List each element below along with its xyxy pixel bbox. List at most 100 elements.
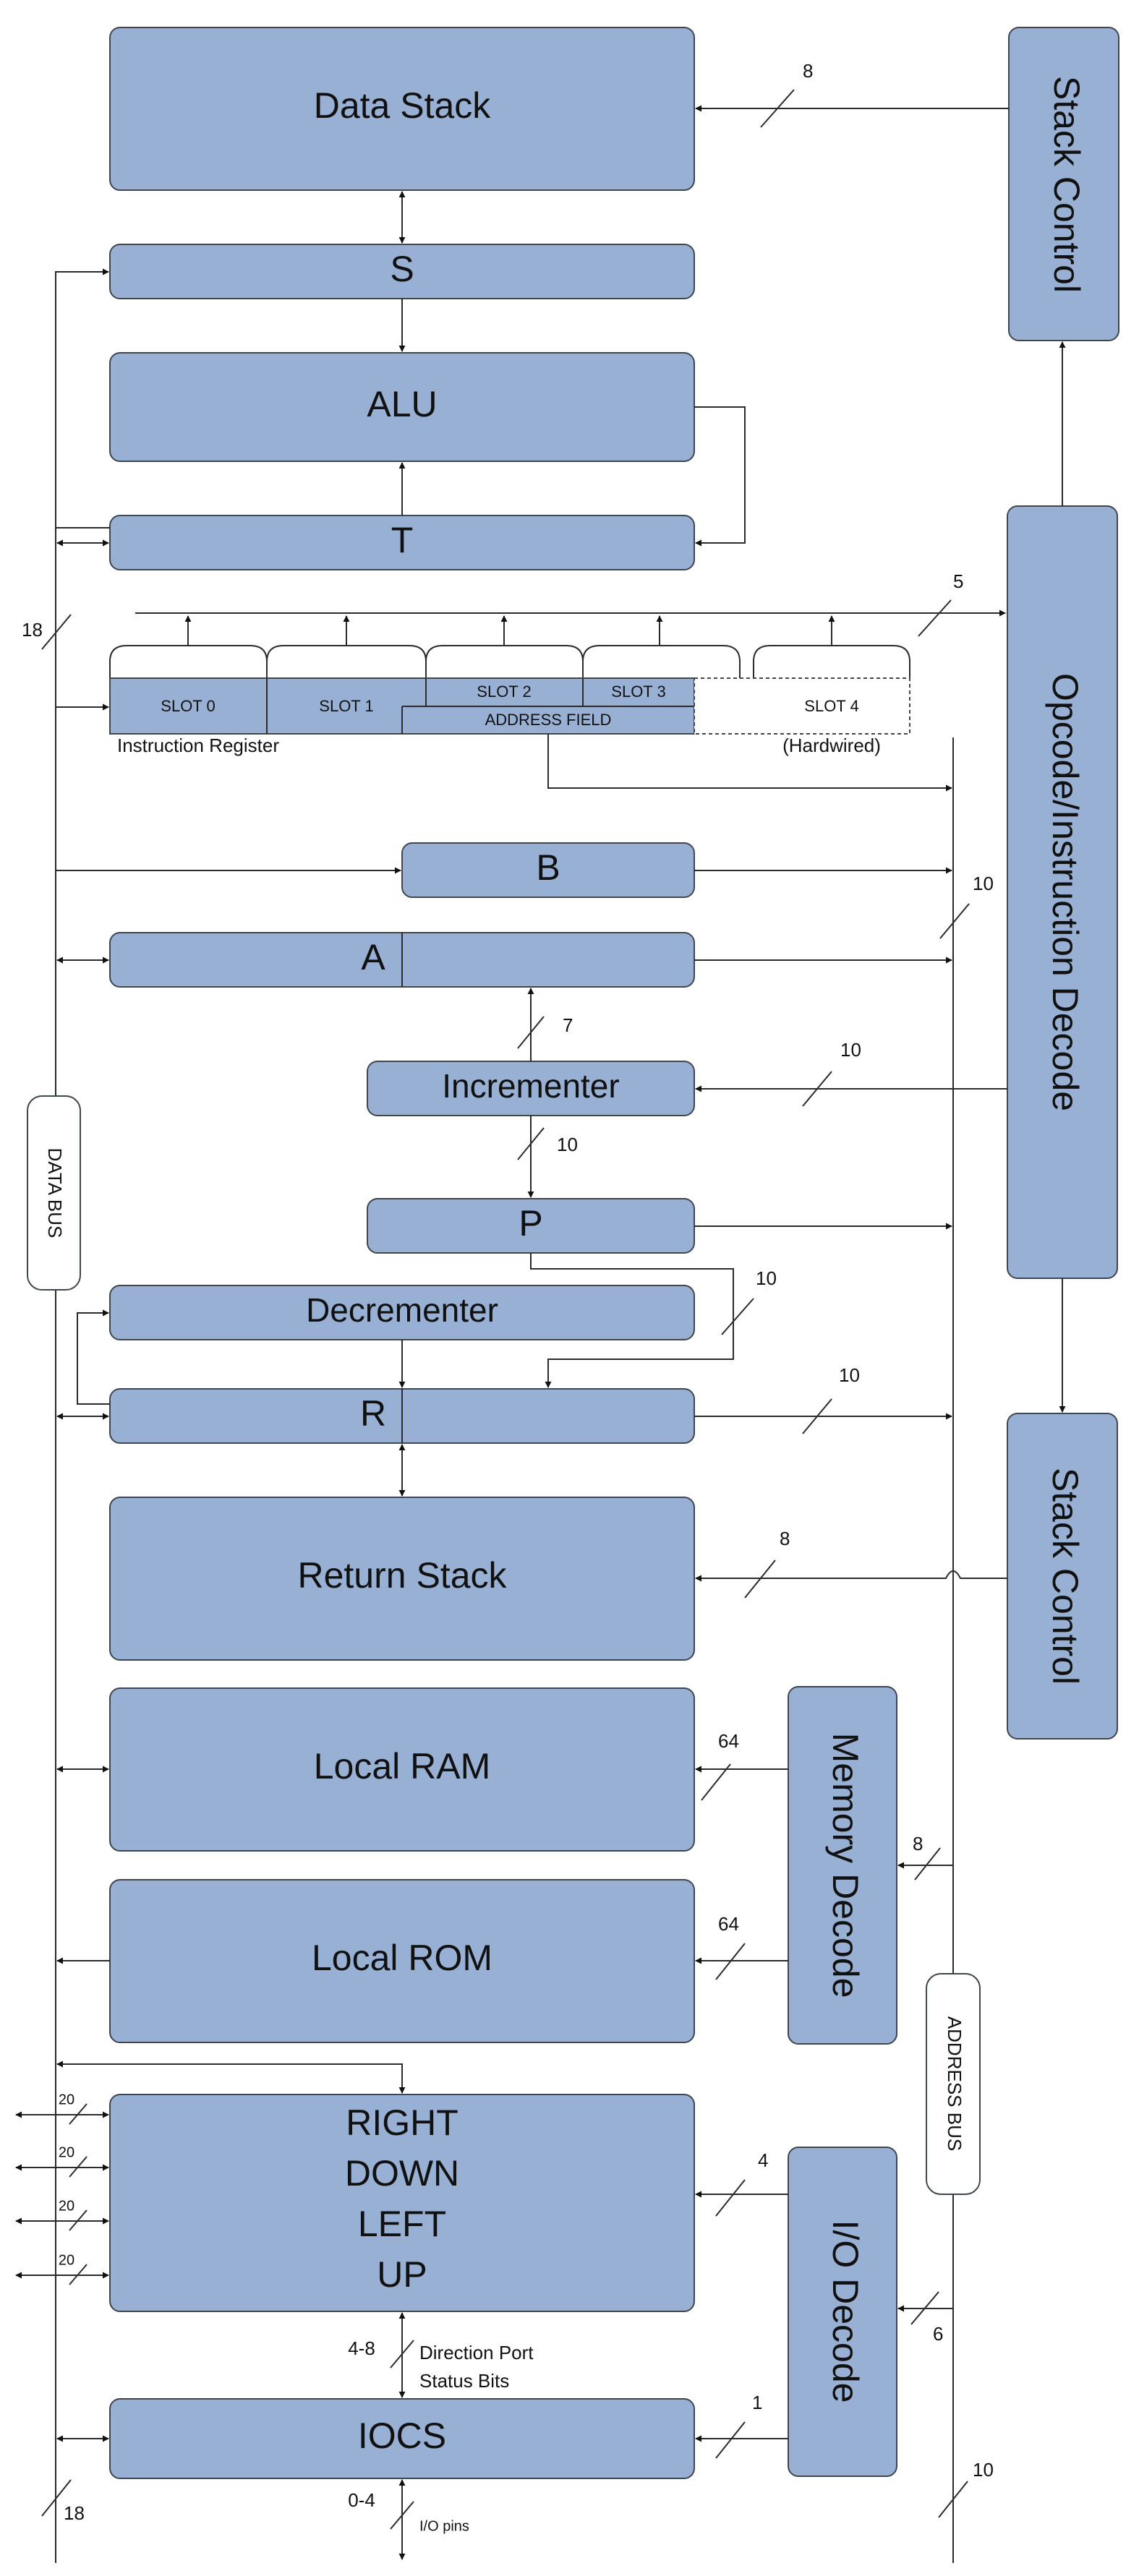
- t-to-s: [55, 268, 110, 529]
- slash-inc-p: [517, 1127, 545, 1160]
- stack-control-bottom-block: [1007, 1413, 1118, 1740]
- width-inc-a: 7: [563, 1014, 573, 1036]
- data-bus-label: DATA BUS: [44, 1148, 66, 1238]
- stack-control-top-block: [1008, 27, 1119, 341]
- width-r-out: 10: [839, 1364, 860, 1386]
- slot-3-tab: [582, 645, 741, 678]
- data-stack-block: [109, 27, 695, 191]
- opcode-decode-label: Opcode/Instruction Decode: [1045, 673, 1085, 1111]
- width-port-2: 20: [59, 2144, 74, 2160]
- slash-port-2: [69, 2156, 88, 2178]
- s-register-label: S: [390, 249, 414, 289]
- address-bus-label-box: [926, 1973, 981, 2195]
- width-stack-ctrl-top: 8: [803, 60, 813, 82]
- return-stack-block: [109, 1497, 695, 1661]
- width-opcode: 5: [953, 570, 963, 592]
- address-field-to-bus: [547, 734, 952, 792]
- status-bits-note: Status Bits: [419, 2370, 509, 2392]
- memory-decode-block: [788, 1686, 897, 2045]
- slash-ports-in: [715, 2179, 746, 2217]
- slash-dir-bits: [390, 2340, 414, 2369]
- slot-4-label: SLOT 4: [804, 697, 858, 715]
- slash-ram: [701, 1763, 731, 1801]
- slot-3-label: SLOT 3: [611, 682, 665, 701]
- slash-stack-ctrl: [760, 89, 795, 128]
- p-register-label: P: [519, 1203, 542, 1244]
- port-up-label: UP: [377, 2254, 427, 2295]
- slot-4-hardwired-box: [694, 677, 910, 735]
- width-iocs-in: 1: [752, 2392, 762, 2413]
- slash-data-bus-bottom: [41, 2479, 72, 2517]
- width-ports-in: 4: [758, 2149, 768, 2171]
- slot-0-label: SLOT 0: [161, 697, 215, 715]
- address-bus-label: ADDRESS BUS: [944, 2016, 965, 2151]
- t-register-label: T: [391, 520, 414, 560]
- alu-label: ALU: [367, 384, 437, 424]
- r-register-label: R: [360, 1393, 386, 1434]
- local-ram-block: [109, 1687, 695, 1852]
- slot-2-label: SLOT 2: [477, 682, 531, 701]
- slash-p-r: [721, 1298, 754, 1335]
- return-stack-label: Return Stack: [297, 1555, 507, 1596]
- slash-inc-a: [517, 1016, 545, 1049]
- slash-inc-in: [802, 1071, 832, 1107]
- direction-port-note: Direction Port: [419, 2342, 534, 2363]
- width-data-bus-bottom: 18: [64, 2502, 85, 2524]
- data-bus-label-box: [27, 1095, 81, 1291]
- slash-port-4: [69, 2264, 88, 2285]
- local-ram-label: Local RAM: [314, 1746, 491, 1786]
- slash-io-pins: [390, 2501, 414, 2530]
- width-addr-bottom: 10: [973, 2459, 994, 2481]
- slash-port-1: [69, 2103, 88, 2125]
- slash-port-3: [69, 2209, 88, 2231]
- width-ram: 64: [718, 1730, 739, 1752]
- a-register-label: A: [361, 937, 385, 977]
- slot-1-label: SLOT 1: [319, 697, 373, 715]
- slash-addr-10a: [939, 903, 970, 939]
- width-port-1: 20: [59, 2092, 74, 2108]
- io-decode-block: [788, 2147, 897, 2477]
- width-p-r: 10: [756, 1267, 777, 1289]
- width-data-bus-top: 18: [22, 619, 43, 641]
- slash-iocs-in: [715, 2421, 746, 2459]
- slot-4-tab: [753, 645, 910, 678]
- io-pins-note: I/O pins: [419, 2518, 469, 2534]
- alu-to-t: [694, 406, 746, 547]
- port-right-label: RIGHT: [346, 2102, 458, 2143]
- width-inc-in: 10: [840, 1039, 861, 1061]
- data-stack-label: Data Stack: [314, 85, 492, 126]
- slash-io-decode: [910, 2291, 939, 2325]
- ports-block: [109, 2094, 695, 2312]
- slash-opcode: [918, 599, 952, 637]
- width-addr-10a: 10: [973, 873, 994, 894]
- b-register-label: B: [536, 847, 560, 888]
- width-dir-bits: 4-8: [348, 2337, 375, 2359]
- width-port-3: 20: [59, 2198, 74, 2214]
- slash-r-out: [802, 1398, 832, 1434]
- width-ret-stack: 8: [780, 1528, 790, 1549]
- address-field-label: ADDRESS FIELD: [485, 711, 612, 729]
- slash-data-bus-top: [41, 614, 72, 650]
- slash-ret-stack: [744, 1559, 776, 1599]
- width-rom: 64: [718, 1913, 739, 1935]
- incrementer-label: Incrementer: [442, 1067, 619, 1105]
- hardwired-caption: (Hardwired): [782, 735, 881, 756]
- slot-1-tab: [266, 645, 427, 678]
- stack-ctrl-to-return-stack: [695, 1570, 1007, 1582]
- slot-0-tab: [109, 645, 268, 678]
- slash-mem-decode: [914, 1847, 941, 1880]
- p-to-r: [530, 1253, 734, 1388]
- iocs-block: [109, 2398, 695, 2479]
- port-down-label: DOWN: [345, 2153, 459, 2194]
- width-inc-p: 10: [557, 1134, 578, 1155]
- width-port-4: 20: [59, 2252, 74, 2268]
- slot-2-tab: [425, 645, 584, 678]
- local-rom-label: Local ROM: [312, 1938, 492, 1978]
- iocs-label: IOCS: [358, 2415, 446, 2456]
- r-to-decrementer: [77, 1309, 110, 1405]
- stack-control-top-label: Stack Control: [1046, 76, 1087, 293]
- io-decode-label: I/O Decode: [825, 2220, 866, 2403]
- bus-to-ports: [56, 2061, 406, 2094]
- width-io-pins: 0-4: [348, 2489, 375, 2511]
